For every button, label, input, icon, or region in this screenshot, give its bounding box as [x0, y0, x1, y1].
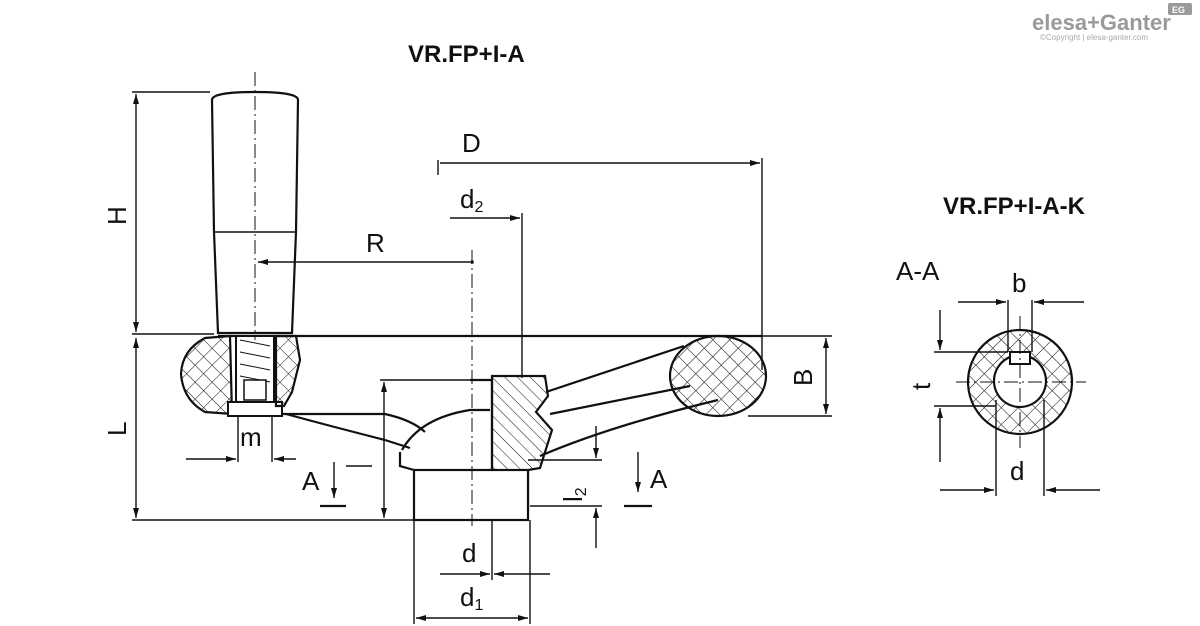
brand-logo: elesa+Ganter EG ©Copyright | elesa-gante… — [1032, 3, 1192, 42]
dim-d2-label: d2 — [460, 184, 483, 216]
hub-spigot — [412, 468, 530, 522]
handle-washer — [227, 401, 283, 417]
section-view-A-A: A-A b t d — [896, 256, 1100, 496]
dim-t-label: t — [906, 382, 936, 390]
dim-B-label: B — [788, 369, 818, 386]
section-label-left: A — [302, 466, 320, 496]
left-spoke-boss — [401, 408, 490, 451]
dimensions: H L D d2 R B m A A — [102, 91, 832, 624]
title-variant: VR.FP+I-A-K — [943, 193, 1086, 220]
left-spoke-edge — [282, 412, 426, 433]
dim-m-label: m — [240, 422, 262, 452]
title-main: VR.FP+I-A — [408, 41, 525, 68]
brand-logo-text: elesa+Ganter — [1032, 10, 1171, 35]
section-title: A-A — [896, 256, 940, 286]
brand-badge — [1168, 3, 1192, 15]
handle-pin-thread — [239, 339, 271, 383]
hub-shoulder — [398, 452, 415, 472]
dim-L-label: L — [102, 422, 132, 436]
dim-R-label: R — [366, 228, 385, 258]
dim-l2-label: l2 — [558, 487, 590, 502]
dim-d-label: d — [462, 538, 476, 568]
brand-copyright: ©Copyright | elesa-ganter.com — [1040, 33, 1148, 42]
dim-d1-label: d1 — [460, 582, 483, 614]
right-rim-section — [668, 334, 768, 418]
handle-nut — [243, 379, 267, 401]
handle-grip — [210, 90, 300, 335]
handwheel-side-view — [179, 72, 768, 526]
dim-D-label: D — [462, 128, 481, 158]
left-spoke-lower — [285, 412, 411, 450]
brand-badge-text: EG — [1172, 5, 1185, 15]
right-spoke-lower — [539, 398, 719, 458]
dim-b-label: b — [1012, 268, 1026, 298]
left-rim-section — [179, 334, 234, 416]
dim-H-label: H — [102, 206, 132, 225]
section-label-right: A — [650, 464, 668, 494]
dim-d-section-label: d — [1010, 456, 1024, 486]
right-spoke-upper — [545, 344, 685, 394]
left-web-section — [274, 334, 302, 408]
right-spoke-middle — [549, 384, 691, 416]
bore-section — [966, 328, 1074, 436]
